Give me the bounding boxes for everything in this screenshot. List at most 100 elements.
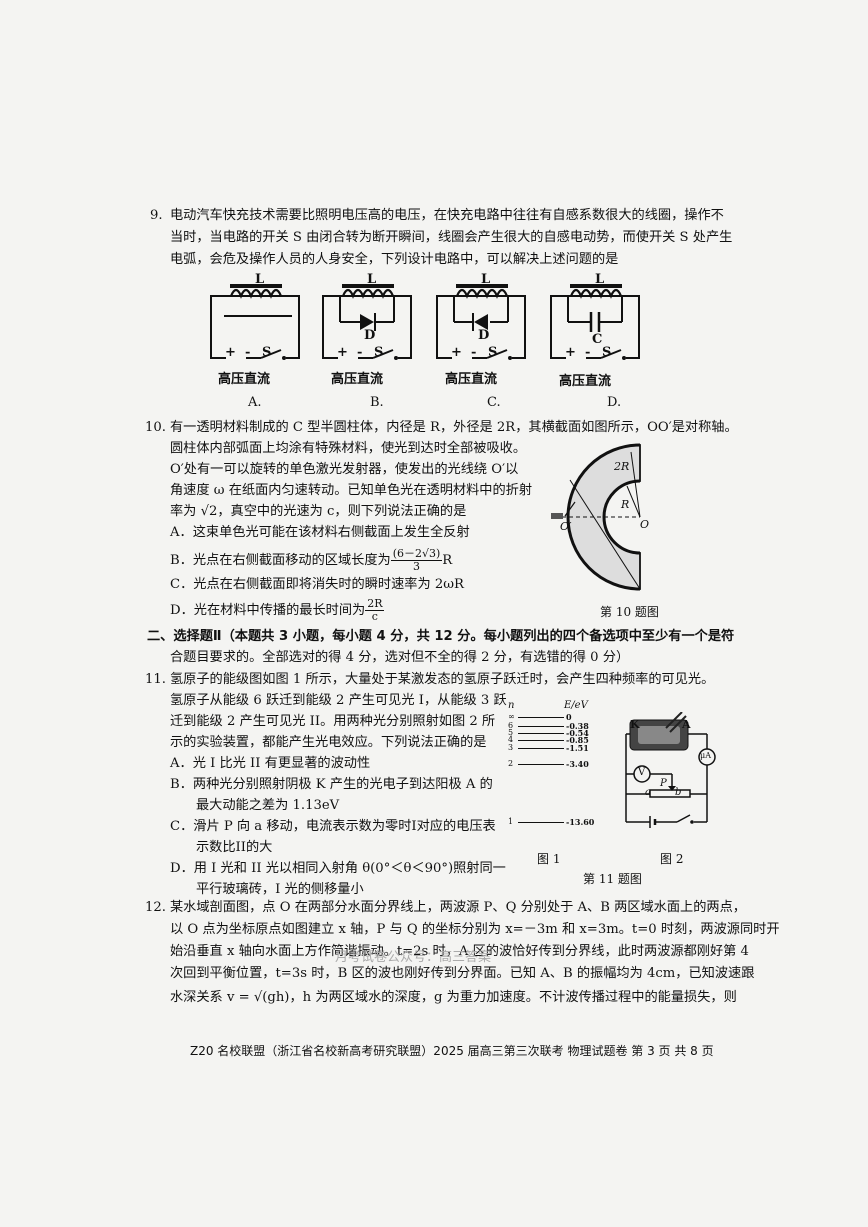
q12-number: 12. [145,900,166,915]
option-a-label: A. [248,395,262,410]
fig2-ua: μA [700,751,711,760]
fig2-a: A [682,718,691,731]
switch-label-b: S [374,345,384,360]
rheostat-icon [649,789,691,798]
minus-c: - [471,345,477,360]
n-header: n [508,700,515,711]
fig2-v: V [638,767,646,778]
source-label-c: 高压直流 [445,372,498,387]
switch-label-d: S [602,345,612,360]
q11-option-b-line1: B．两种光分别照射阴极 K 产生的光电子到达阳极 A 的 [170,777,493,792]
fig2-a-end: a [645,787,651,798]
circuit-c [436,284,526,360]
q12-text-line2: 以 O 点为坐标原点如图建立 x 轴，P 与 Q 的坐标分别为 x=－3m 和 … [170,922,780,937]
coil-icon [455,288,509,299]
q11-option-c-line1: C．滑片 P 向 a 移动，电流表示数为零时I对应的电压表 [170,819,496,834]
switch-icon [260,349,282,359]
q10-fig-r: R [621,498,630,511]
energy-level-line [518,764,564,765]
q11-fig1-caption: 图 1 [537,852,561,866]
e-header: E/eV [564,700,588,711]
energy-level-e: -0.54 [566,728,589,738]
energy-level-n: 2 [508,759,514,768]
diode-label-b: D [364,328,376,343]
switch-icon [486,349,508,359]
photoelectric-apparatus [625,712,716,828]
q9-text-line3: 电弧，会危及操作人员的人身安全，下列设计电路中，可以解决上述问题的是 [170,252,619,267]
switch-icon [600,349,622,359]
option-d-label: D. [607,395,622,410]
energy-level-row: 4-0.85 [504,735,604,745]
energy-level-row: 3 -1.51 [504,743,604,753]
diode-label-c: D [478,328,490,343]
option-c-label: C. [487,395,501,410]
coil-icon [341,288,395,299]
energy-level-e: -13.60 [566,817,595,827]
energy-level-row: 6 -0.38 [504,721,604,731]
energy-level-line [518,822,564,823]
coil-icon [569,288,623,299]
energy-level-n: 3 [508,743,514,752]
source-label-d: 高压直流 [559,374,612,389]
slider-icon [668,786,676,791]
energy-level-e: 0 [566,712,572,722]
coil-icon [229,288,283,299]
q12-text-line1: 某水域剖面图，点 O 在两部分水面分界线上，两波源 P、Q 分别处于 A、B 两… [170,900,746,915]
laser-icon [551,513,563,519]
fig2-b-end: b [675,787,682,798]
q11-option-a: A．光 I 比光 II 有更显著的波动性 [170,756,371,771]
q11-option-d-line1: D．用 I 光和 II 光以相同入射角 θ(0°＜θ＜90°)照射同一 [170,861,506,876]
coil-label-c: L [481,272,491,287]
coil-label-a: L [255,272,265,287]
energy-level-e: -3.40 [566,759,589,769]
q10-fig-2r: 2R [614,460,630,473]
minus-b: - [357,345,363,360]
circuit-b [322,284,412,360]
q10-caption: 第 10 题图 [600,605,659,619]
energy-level-n: 4 [508,735,514,744]
q10-option-d-text: D．光在材料中传播的最长时间为 [170,603,366,618]
q10-option-a: A．这束单色光可能在该材料右侧截面上发生全反射 [170,525,470,540]
energy-level-e: -1.51 [566,743,589,753]
q10-text-line2: 圆柱体内部弧面上均涂有特殊材料，使光到达时全部被吸收。 [170,441,527,456]
fig2-p: P [660,778,667,789]
q11-option-b-line2: 最大动能之差为 1.13eV [196,798,340,813]
q12-text-line3: 始沿垂直 x 轴向水面上方作简谐振动。t=2s 时，A 区的波恰好传到分界线，此… [170,944,749,959]
circuit-a [210,284,300,360]
page-footer: Z20 名校联盟（浙江省名校新高考研究联盟）2025 届高三第三次联考 物理试题… [190,1044,714,1058]
energy-level-line [518,740,564,741]
q11-text-line3: 迁到能级 2 产生可见光 II。用两种光分别照射如图 2 所 [170,714,496,729]
q10-figure [551,443,641,591]
energy-level-e: -0.38 [566,721,589,731]
switch-icon [372,349,394,359]
q10-text-line5: 率为 √2，真空中的光速为 c，则下列说法正确的是 [170,504,467,519]
q10-text-line1: 有一透明材料制成的 C 型半圆柱体，内径是 R，外径是 2R，其横截面如图所示，… [170,420,738,435]
diode-icon [360,314,374,330]
q9-number: 9. [150,208,163,223]
plus-c: + [451,345,462,360]
q9-text-line1: 电动汽车快充技术需要比照明电压高的电压，在快充电路中往往有自感系数很大的线圈，操… [170,208,724,223]
q10-fig-o-prime: O′ [560,520,572,533]
switch-label-a: S [262,345,272,360]
minus-a: - [245,345,251,360]
section-2-line1: 二、选择题Ⅱ（本题共 3 小题，每小题 4 分，共 12 分。每小题列出的四个备… [147,629,735,644]
watermark: 月考试卷公众号：高三答案 [335,950,492,965]
minus-d: - [585,345,591,360]
section-2-line2: 合题目要求的。全部选对的得 4 分，选对但不全的得 2 分，有选错的得 0 分） [170,650,630,665]
energy-level-row: 1-13.60 [504,817,604,827]
option-b-label: B. [370,395,384,410]
q11-text-line2: 氢原子从能级 6 跃迁到能级 2 产生可见光 I，从能级 3 跃 [170,693,507,708]
q11-text-line1: 氢原子的能级图如图 1 所示，大量处于某激发态的氢原子跃迁时，会产生四种频率的可… [170,672,715,687]
energy-level-line [518,748,564,749]
cap-label-d: C [592,332,603,347]
q11-option-c-line2: 示数比II的大 [196,840,273,855]
energy-level-row: 2 -3.40 [504,759,604,769]
q10-option-b-text: B．光点在右侧截面移动的区域长度为 [170,553,391,568]
energy-level-n: 6 [508,721,514,730]
energy-level-n: 5 [508,728,514,737]
energy-level-line [518,726,564,727]
q10-text-line4: 角速度 ω 在纸面内匀速转动。已知单色光在透明材料中的折射 [170,483,533,498]
